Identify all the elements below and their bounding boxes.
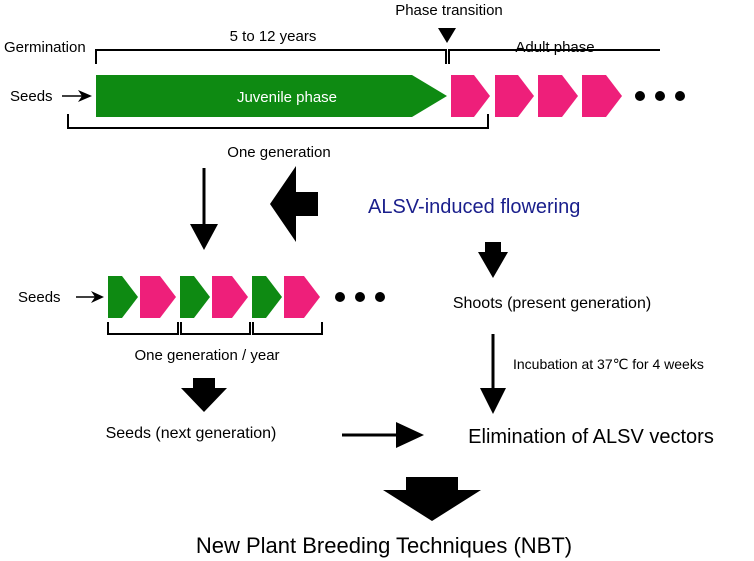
adult-phase-bracket [448,49,660,64]
one-generation-label: One generation [227,144,330,161]
generation-1-adult [140,276,176,318]
year-bracket-1 [107,322,179,335]
adult-phase-arrow-4 [582,75,622,117]
ellipsis-dot [375,292,385,302]
ellipsis-dot [675,91,685,101]
ellipsis-dot [635,91,645,101]
seeds-label-mid: Seeds [18,289,61,306]
seeds-pointer-mid-head [91,291,104,303]
alsv-down-arrow [478,242,508,278]
adult-phase-arrow-1 [451,75,490,117]
adult-phase-arrow-3 [538,75,578,117]
shoots-label: Shoots (present generation) [453,295,651,312]
nbt-label: New Plant Breeding Techniques (NBT) [196,533,572,558]
generation-1-juvenile [108,276,138,318]
seeds-label-top: Seeds [10,88,53,105]
one-generation-bracket [67,114,489,129]
alsv-flowering-label: ALSV-induced flowering [368,196,580,218]
year-bracket-2 [180,322,251,335]
generation-2-juvenile [180,276,210,318]
right-arrow-head [396,422,424,448]
adult-phase-label: Adult phase [515,39,594,56]
seeds-next-down-arrow [181,378,227,412]
elimination-label: Elimination of ALSV vectors [468,426,714,448]
incubation-arrow-head [480,388,506,414]
one-generation-year-label: One generation / year [134,347,279,364]
juvenile-phase-label: Juvenile phase [237,89,337,106]
ellipsis-dot [655,91,665,101]
generation-3-adult [284,276,320,318]
nbt-big-down-arrow [383,477,481,521]
phase-transition-label: Phase transition [395,2,503,19]
incubation-label: Incubation at 37℃ for 4 weeks [513,356,704,372]
down-arrow-left-head [190,224,218,250]
seeds-next-generation-label: Seeds (next generation) [106,425,277,442]
ellipsis-dot [355,292,365,302]
phase-transition-marker [438,28,456,43]
adult-phase-arrow-2 [495,75,534,117]
years-range-label: 5 to 12 years [230,28,317,45]
big-left-arrow [270,166,318,242]
juvenile-phase-bar [96,75,447,117]
ellipsis-dot [335,292,345,302]
year-bracket-3 [252,322,323,335]
juvenile-duration-bracket [95,49,447,64]
seeds-pointer-top-head [78,90,92,102]
generation-3-juvenile [252,276,282,318]
generation-2-adult [212,276,248,318]
germination-label: Germination [4,39,86,56]
